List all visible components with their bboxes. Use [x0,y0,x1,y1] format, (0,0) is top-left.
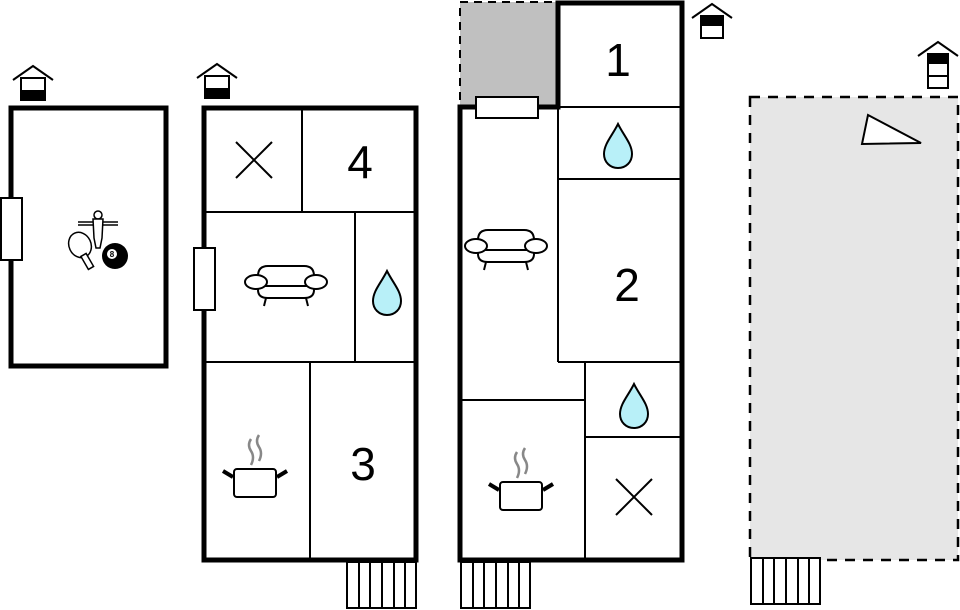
ball-number: 8 [110,250,115,259]
door-icon [475,96,539,119]
floor-level-icon [691,2,733,39]
building-ground-floor: 4 3 [193,62,419,609]
building-upper-floor: 1 2 [457,0,733,609]
door-icon [193,247,216,311]
triangle-icon [860,113,922,146]
table-football-icon [78,210,118,249]
table-tennis-icon [67,231,95,271]
floor-level-icon [196,62,238,99]
floor-level-icon [12,64,54,101]
room-number-1: 1 [605,34,631,86]
room-number-2: 2 [614,259,640,311]
billiard-ball-icon: 8 [102,243,128,269]
room-number-3: 3 [350,438,376,490]
door-icon [0,197,23,261]
stairs-icon [750,557,821,605]
room-number-4: 4 [347,136,373,188]
floor-level-icon [917,40,959,89]
balcony-area [459,1,559,108]
stairs-icon [346,561,417,609]
annex-games-room: 8 [0,64,169,369]
outdoor-terrace [748,40,960,605]
stairs-icon [460,561,531,609]
